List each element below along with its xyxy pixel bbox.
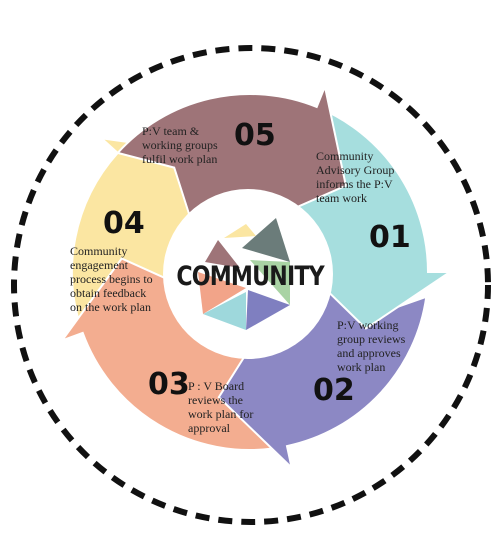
step-05-text: P:V team & working groups fulfil work pl… (142, 124, 221, 166)
step-01-line: informs the P:V (316, 177, 393, 191)
center-title: COMMUNITY (176, 260, 325, 292)
step-01-line: Community (316, 149, 373, 163)
step-04-line: obtain feedback (70, 286, 146, 300)
step-05-line: fulfil work plan (142, 152, 217, 166)
center-slice-5 (198, 272, 246, 314)
center-slice-3 (246, 290, 290, 330)
step-01-line: Advisory Group (316, 163, 394, 177)
step-01-line: team work (316, 191, 367, 205)
dashed-outer-ring (11, 45, 491, 525)
step-02-number: 02 (313, 373, 355, 408)
center-disk (163, 189, 333, 359)
step-03-line: P : V Board (188, 379, 244, 393)
step-03-line: reviews the (188, 393, 243, 407)
center-slice-7 (224, 224, 256, 238)
step-05-line: working groups (142, 138, 218, 152)
step-04-number: 04 (103, 206, 145, 241)
step-03-line: work plan for (188, 407, 253, 421)
step-02-line: and approves (337, 346, 401, 360)
center-slice-2 (250, 260, 290, 305)
step-01-text: Community Advisory Group informs the P:V… (316, 149, 397, 205)
center-slice-4 (203, 292, 246, 330)
step-02-text: P:V working group reviews and approves w… (337, 318, 408, 374)
step-01-number: 01 (369, 220, 411, 255)
step-02-line: P:V working (337, 318, 398, 332)
center-slice-6 (205, 240, 240, 268)
step-04-text: Community engagement process begins to o… (70, 244, 156, 314)
step-03-line: approval (188, 421, 231, 435)
step-04-line: Community (70, 244, 127, 258)
step-04-line: on the work plan (70, 300, 151, 314)
step-03-number: 03 (148, 367, 190, 402)
step-05-number: 05 (234, 118, 276, 153)
step-05-line: P:V team & (142, 124, 200, 138)
center-pie-icon (198, 218, 290, 330)
step-04-line: process begins to (70, 272, 153, 286)
step-02-line: work plan (337, 360, 385, 374)
center-slice-1 (242, 218, 290, 262)
step-03-text: P : V Board reviews the work plan for ap… (188, 379, 256, 435)
step-02-line: group reviews (337, 332, 406, 346)
step-04-line: engagement (70, 258, 129, 272)
